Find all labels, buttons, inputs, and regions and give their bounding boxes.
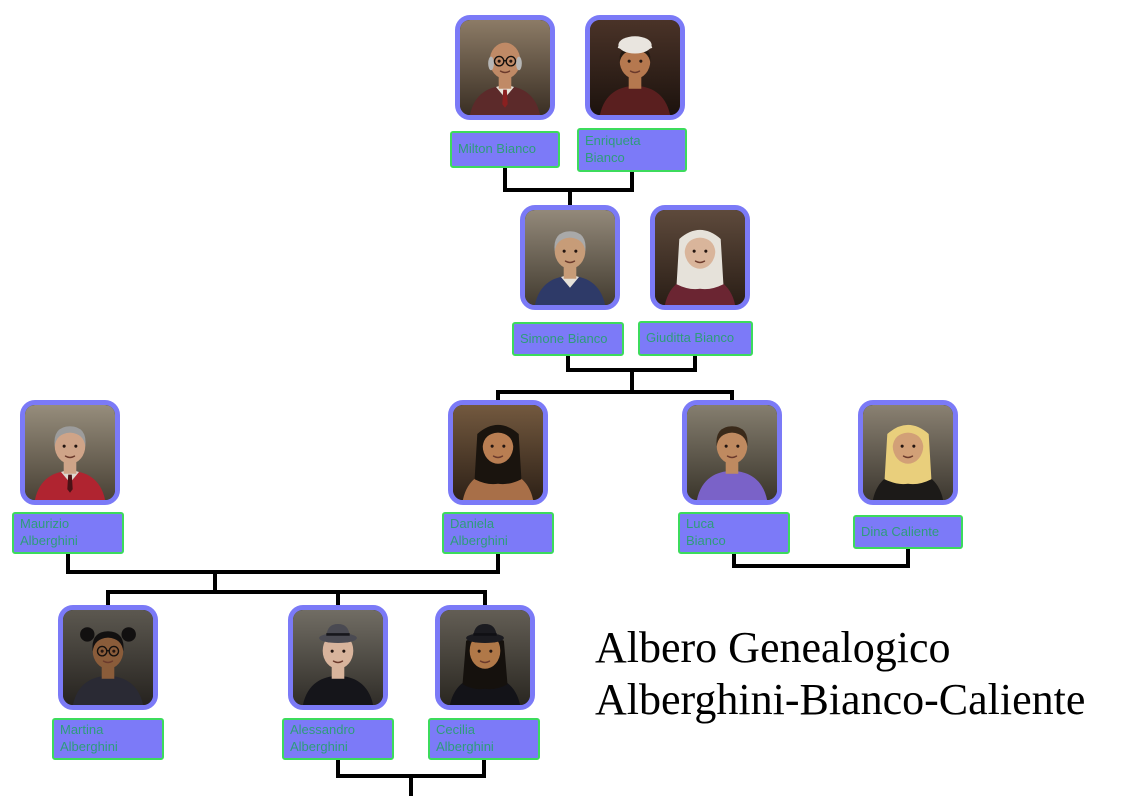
name-label-alessandro-alberghini[interactable]: Alessandro Alberghini (282, 718, 394, 760)
name-text-giuditta-bianco: Giuditta Bianco (646, 330, 735, 346)
portrait-image-milton-bianco (460, 20, 550, 115)
name-text-alessandro-alberghini: Alessandro Alberghini (290, 722, 356, 754)
portrait-image-cecilia-alberghini (440, 610, 530, 705)
name-label-cecilia-alberghini[interactable]: Cecilia Alberghini (428, 718, 540, 760)
name-label-daniela-alberghini[interactable]: Daniela Alberghini (442, 512, 554, 554)
portrait-alessandro-alberghini[interactable] (288, 605, 388, 710)
portrait-image-dina-caliente (863, 405, 953, 500)
portrait-maurizio-alberghini[interactable] (20, 400, 120, 505)
portrait-image-simone-bianco (525, 210, 615, 305)
portrait-image-maurizio-alberghini (25, 405, 115, 500)
name-text-milton-bianco: Milton Bianco (458, 141, 537, 157)
name-text-cecilia-alberghini: Cecilia Alberghini (436, 722, 494, 754)
name-label-luca-bianco[interactable]: Luca Bianco (678, 512, 790, 554)
portrait-daniela-alberghini[interactable] (448, 400, 548, 505)
name-text-enriqueta-bianco: Enriqueta Bianco (585, 133, 641, 165)
name-text-martina-alberghini: Martina Alberghini (60, 722, 118, 754)
name-label-milton-bianco[interactable]: Milton Bianco (450, 131, 560, 168)
connector-marriage-alessandro-cecilia (336, 760, 486, 778)
portrait-simone-bianco[interactable] (520, 205, 620, 310)
connector-marriage-simone-giuditta (566, 356, 697, 372)
portrait-cecilia-alberghini[interactable] (435, 605, 535, 710)
name-text-dina-caliente: Dina Caliente (861, 523, 940, 539)
name-text-maurizio-alberghini: Maurizio Alberghini (20, 516, 78, 548)
portrait-image-daniela-alberghini (453, 405, 543, 500)
portrait-dina-caliente[interactable] (858, 400, 958, 505)
connector-siblings-daniela-luca (496, 390, 734, 400)
connector-siblings-martina-cecilia (106, 590, 487, 605)
portrait-image-giuditta-bianco (655, 210, 745, 305)
portrait-martina-alberghini[interactable] (58, 605, 158, 710)
name-text-luca-bianco: Luca Bianco (686, 516, 726, 548)
portrait-image-martina-alberghini (63, 610, 153, 705)
portrait-image-luca-bianco (687, 405, 777, 500)
portrait-enriqueta-bianco[interactable] (585, 15, 685, 120)
name-label-martina-alberghini[interactable]: Martina Alberghini (52, 718, 164, 760)
name-label-enriqueta-bianco[interactable]: Enriqueta Bianco (577, 128, 687, 172)
name-label-simone-bianco[interactable]: Simone Bianco (512, 322, 624, 356)
name-label-dina-caliente[interactable]: Dina Caliente (853, 515, 963, 549)
portrait-image-alessandro-alberghini (293, 610, 383, 705)
name-text-simone-bianco: Simone Bianco (520, 330, 608, 346)
portrait-luca-bianco[interactable] (682, 400, 782, 505)
name-label-maurizio-alberghini[interactable]: Maurizio Alberghini (12, 512, 124, 554)
portrait-milton-bianco[interactable] (455, 15, 555, 120)
tree-title: Albero Genealogico Alberghini-Bianco-Cal… (595, 623, 1086, 724)
name-text-daniela-alberghini: Daniela Alberghini (450, 516, 508, 548)
connector-marriage-luca-dina (732, 549, 910, 568)
portrait-giuditta-bianco[interactable] (650, 205, 750, 310)
portrait-image-enriqueta-bianco (590, 20, 680, 115)
name-label-giuditta-bianco[interactable]: Giuditta Bianco (638, 321, 753, 356)
connector-marriage-maurizio-daniela (66, 554, 500, 574)
